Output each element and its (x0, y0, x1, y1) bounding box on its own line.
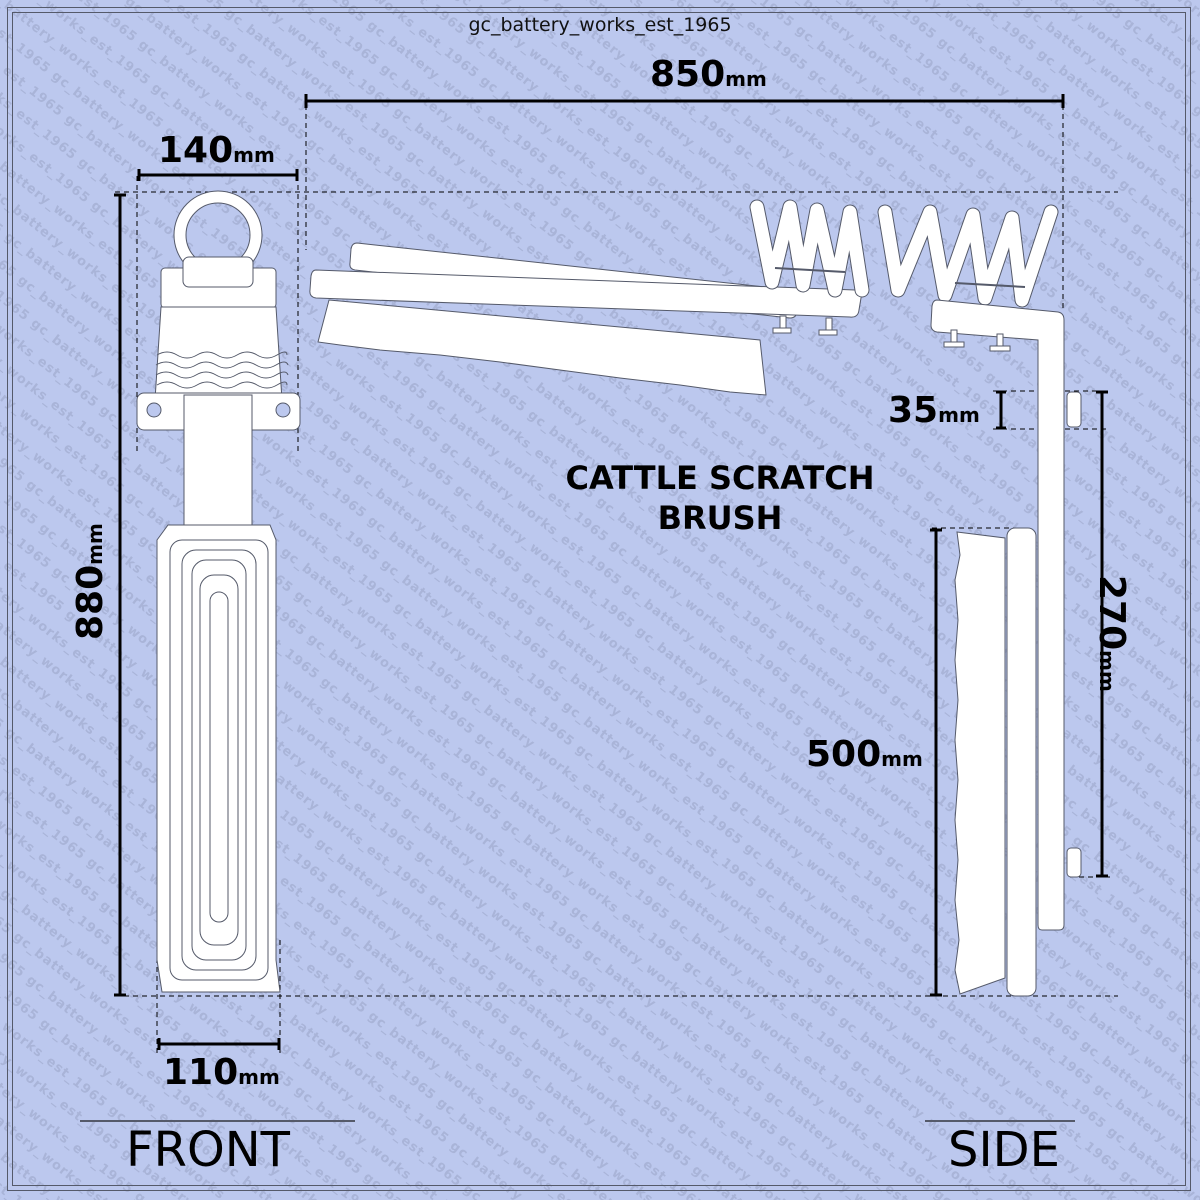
dim-bracket-height: 35mm (888, 390, 980, 431)
dim-unit: mm (1095, 650, 1119, 692)
dim-value: 500 (806, 734, 882, 775)
side-view-label: SIDE (948, 1122, 1060, 1178)
front-view-brush (136, 190, 301, 993)
side-view-brush (930, 299, 1082, 997)
dim-unit: mm (881, 747, 923, 771)
top-view-brush (309, 242, 862, 396)
dim-brush-width: 110mm (163, 1052, 280, 1093)
dim-top-width: 140mm (158, 130, 275, 171)
front-view-label: FRONT (126, 1122, 290, 1178)
dimension-lines (114, 94, 1108, 1050)
dim-value: 270 (1091, 575, 1132, 651)
dim-bracket-spacing: 270mm (1091, 575, 1132, 692)
outer-border (7, 7, 1191, 1191)
dim-value: 35 (888, 390, 939, 431)
brand-title: gc_battery_works_est_1965 (468, 14, 732, 36)
dim-value: 880 (70, 564, 111, 640)
dim-unit: mm (725, 67, 767, 91)
dim-value: 110 (163, 1052, 239, 1093)
spring-right (877, 204, 1059, 308)
product-title: CATTLE SCRATCH BRUSH (520, 458, 920, 538)
dim-unit: mm (238, 1065, 280, 1089)
dim-value: 850 (650, 54, 726, 95)
spring-left (749, 199, 870, 298)
inner-border (12, 12, 1186, 1186)
dim-overall-width: 850mm (650, 54, 767, 95)
product-title-line1: CATTLE SCRATCH (565, 459, 875, 497)
dim-value: 140 (158, 130, 234, 171)
dim-unit: mm (83, 523, 107, 565)
dim-unit: mm (938, 403, 980, 427)
dim-unit: mm (233, 143, 275, 167)
product-title-line2: BRUSH (657, 499, 783, 537)
dim-overall-height: 880mm (70, 523, 111, 640)
dim-brush-length: 500mm (806, 734, 923, 775)
